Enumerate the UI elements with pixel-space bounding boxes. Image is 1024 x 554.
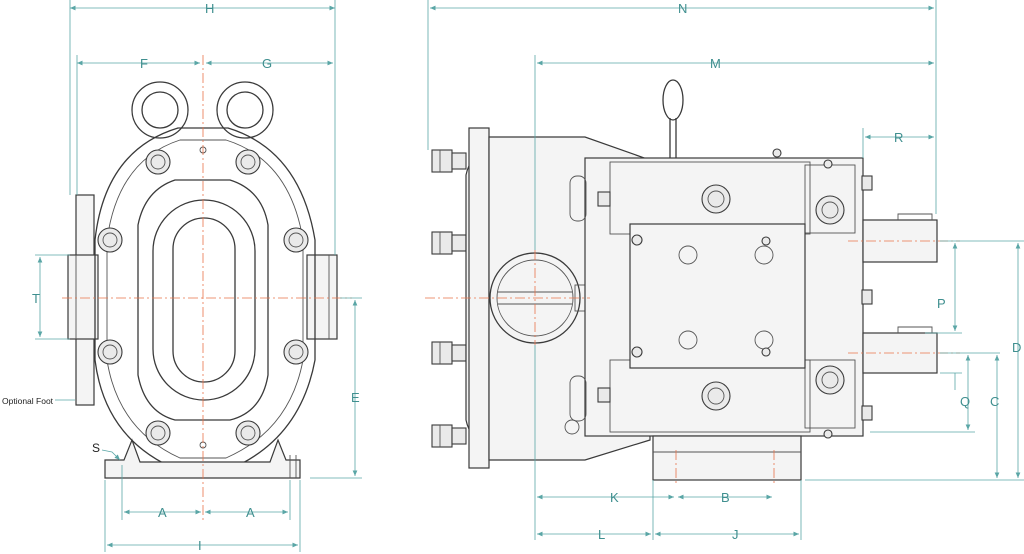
drive-shafts [862, 213, 938, 374]
dim-label-H: H [205, 1, 214, 16]
oval-window-inner [172, 217, 236, 383]
side-dimensions [427, 0, 1024, 540]
dim-label-S: S [92, 441, 100, 455]
dim-label-L: L [598, 527, 605, 542]
dim-label-J: J [732, 527, 739, 542]
front-bolts [97, 146, 309, 449]
dim-label-F: F [140, 56, 148, 71]
dim-label-I: I [198, 538, 202, 553]
lifting-eye-right [216, 81, 274, 139]
dim-label-K: K [610, 490, 619, 505]
front-view [62, 55, 352, 520]
port-left [67, 254, 99, 340]
front-base-foot [104, 438, 301, 479]
dim-label-A-left: A [158, 505, 167, 520]
dim-label-Q: Q [960, 394, 970, 409]
dim-label-N: N [678, 1, 687, 16]
port-right [306, 254, 338, 340]
dim-label-C: C [990, 394, 999, 409]
optional-foot-note: Optional Foot [2, 396, 54, 406]
dim-label-P: P [937, 296, 946, 311]
dim-label-M: M [710, 56, 721, 71]
dim-label-T: T [32, 291, 40, 306]
front-dimensions [35, 0, 362, 552]
side-view [425, 79, 960, 485]
dim-label-E: E [351, 390, 360, 405]
dim-label-B: B [721, 490, 730, 505]
side-base [652, 435, 802, 481]
oval-window-outer [152, 199, 256, 401]
dim-label-A-right: A [246, 505, 255, 520]
gearbox-bolts [564, 148, 845, 439]
dim-label-G: G [262, 56, 272, 71]
side-access-plate [629, 223, 806, 369]
dim-label-D: D [1012, 340, 1021, 355]
flange-bolts [431, 149, 467, 448]
dim-label-R: R [894, 130, 903, 145]
side-lifting-eye [662, 79, 684, 158]
end-bolts [861, 175, 873, 421]
lifting-eye-left [131, 81, 189, 139]
